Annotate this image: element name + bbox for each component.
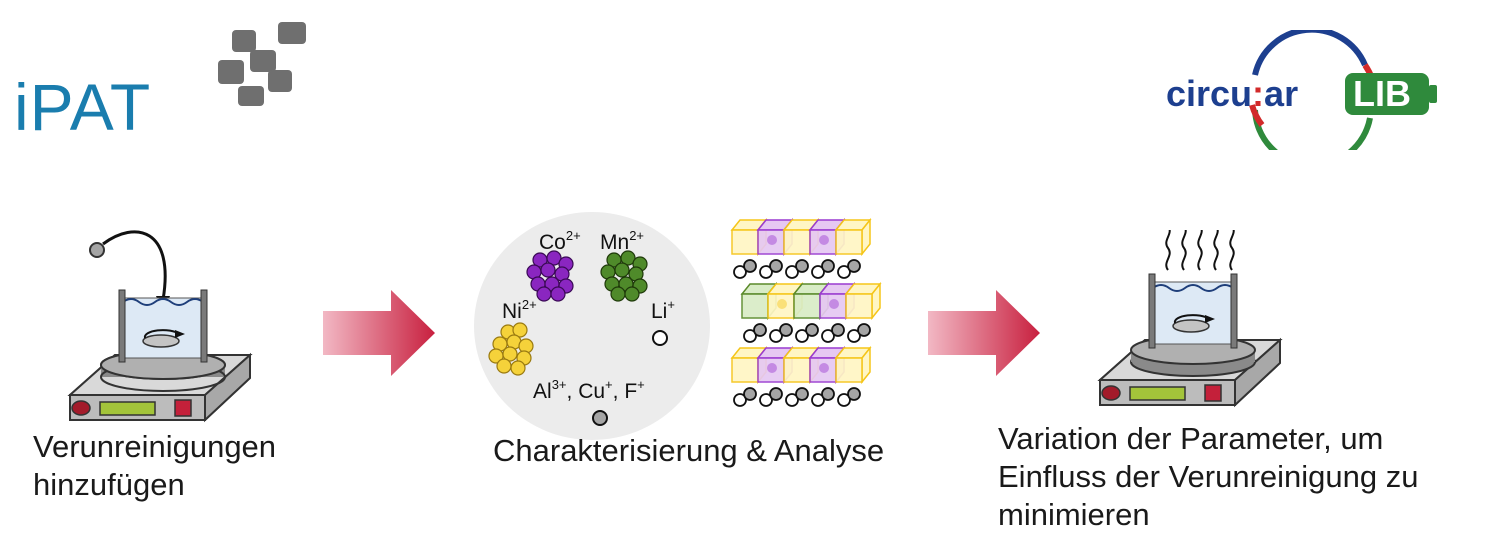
copper-symbol: Cu (578, 380, 606, 403)
ipat-squares-icon (218, 22, 306, 106)
lithium-pair-icon (733, 259, 757, 279)
lithium-ion-icon (652, 330, 668, 346)
circularlib-text-dot: : (1252, 73, 1265, 114)
step-1-caption-line-2: hinzufügen (33, 467, 185, 502)
step-3-caption-line-1: Variation der Parameter, um (998, 421, 1384, 456)
lithium-pair-icon (837, 387, 861, 407)
impurity-separator-1: , (566, 380, 579, 403)
crystal-lattice-icon (730, 217, 882, 407)
fluorine-symbol: F (624, 380, 638, 403)
ipat-wordmark: iPAT (14, 70, 152, 144)
lithium-pair-icon (785, 259, 809, 279)
impurity-ion-icon (592, 410, 608, 426)
process-arrow-2 (928, 290, 1040, 376)
lithium-pair-icon (733, 387, 757, 407)
lithium-pair-icon (785, 387, 809, 407)
impurity-separator-2: , (612, 380, 625, 403)
lattice-cube-icon (818, 281, 856, 321)
impurity-ions-label: Al3+, Cu+, F+ (533, 377, 645, 404)
circularlib-text-part1: circu (1166, 73, 1253, 114)
circularlib-ring-icon (1249, 30, 1437, 150)
lattice-cube-icon (792, 281, 830, 321)
lattice-cube-icon (782, 345, 820, 385)
step-2-caption-line-1: Charakterisierung & Analyse (493, 433, 885, 468)
lithium-pair-icon (759, 387, 783, 407)
step-3-caption-line-3: minimieren (998, 497, 1150, 532)
lattice-cube-icon (844, 281, 882, 321)
copper-charge: + (605, 377, 613, 392)
lithium-pair-icon (821, 323, 845, 343)
ipat-logo: iPAT (10, 20, 310, 144)
process-arrow-1 (323, 290, 435, 376)
manganese-ion-label: Mn2+ (600, 228, 644, 255)
lithium-pair-icon (743, 323, 767, 343)
cobalt-symbol: Co (539, 231, 566, 254)
nickel-symbol: Ni (502, 300, 522, 323)
manganese-cluster-icon (600, 250, 648, 302)
step-3-caption: Variation der Parameter, um Einfluss der… (998, 420, 1478, 534)
cobalt-charge: 2+ (565, 228, 581, 243)
circularlib-box-text: LIB (1353, 73, 1411, 114)
lithium-pair-icon (811, 259, 835, 279)
manganese-symbol: Mn (600, 231, 630, 254)
step-1-caption-line-1: Verunreinigungen (33, 429, 277, 464)
lithium-symbol: Li (651, 300, 668, 323)
nickel-ion-label: Ni2+ (502, 297, 537, 324)
nickel-charge: 2+ (521, 297, 537, 312)
lithium-pair-icon (811, 387, 835, 407)
lithium-pair-icon (847, 323, 871, 343)
lithium-pair-icon (795, 323, 819, 343)
step-1-caption: Verunreinigungen hinzufügen (33, 428, 353, 504)
circularlib-text: circu:ar (1166, 74, 1298, 114)
cobalt-cluster-icon (526, 250, 574, 302)
step-2-caption: Charakterisierung & Analyse (493, 432, 953, 470)
lithium-ion-label: Li+ (651, 297, 675, 324)
circularlib-logo: circu:ar LIB (1160, 30, 1460, 150)
layered-cathode-structure-illustration (730, 217, 882, 407)
ion-clusters-illustration (488, 250, 668, 426)
lithium-charge: + (667, 297, 675, 312)
manganese-charge: 2+ (629, 228, 645, 243)
hotplate-heated-illustration (1097, 230, 1283, 408)
ion-solution-circle (474, 212, 710, 440)
lattice-cube-icon (834, 217, 872, 257)
hotplate-adding-impurity-illustration (67, 230, 253, 423)
lithium-pair-icon (837, 259, 861, 279)
lattice-cube-icon (834, 345, 872, 385)
aluminium-symbol: Al (533, 380, 552, 403)
cobalt-ion-label: Co2+ (539, 228, 581, 255)
lithium-pair-icon (759, 259, 783, 279)
circularlib-text-part2: ar (1264, 73, 1299, 114)
aluminium-charge: 3+ (551, 377, 567, 392)
steam-icon (1165, 230, 1235, 271)
fluorine-charge: + (637, 377, 645, 392)
step-3-caption-line-2: Einfluss der Verunreinigung zu (998, 459, 1419, 494)
nickel-cluster-icon (488, 322, 534, 376)
lithium-pair-icon (769, 323, 793, 343)
